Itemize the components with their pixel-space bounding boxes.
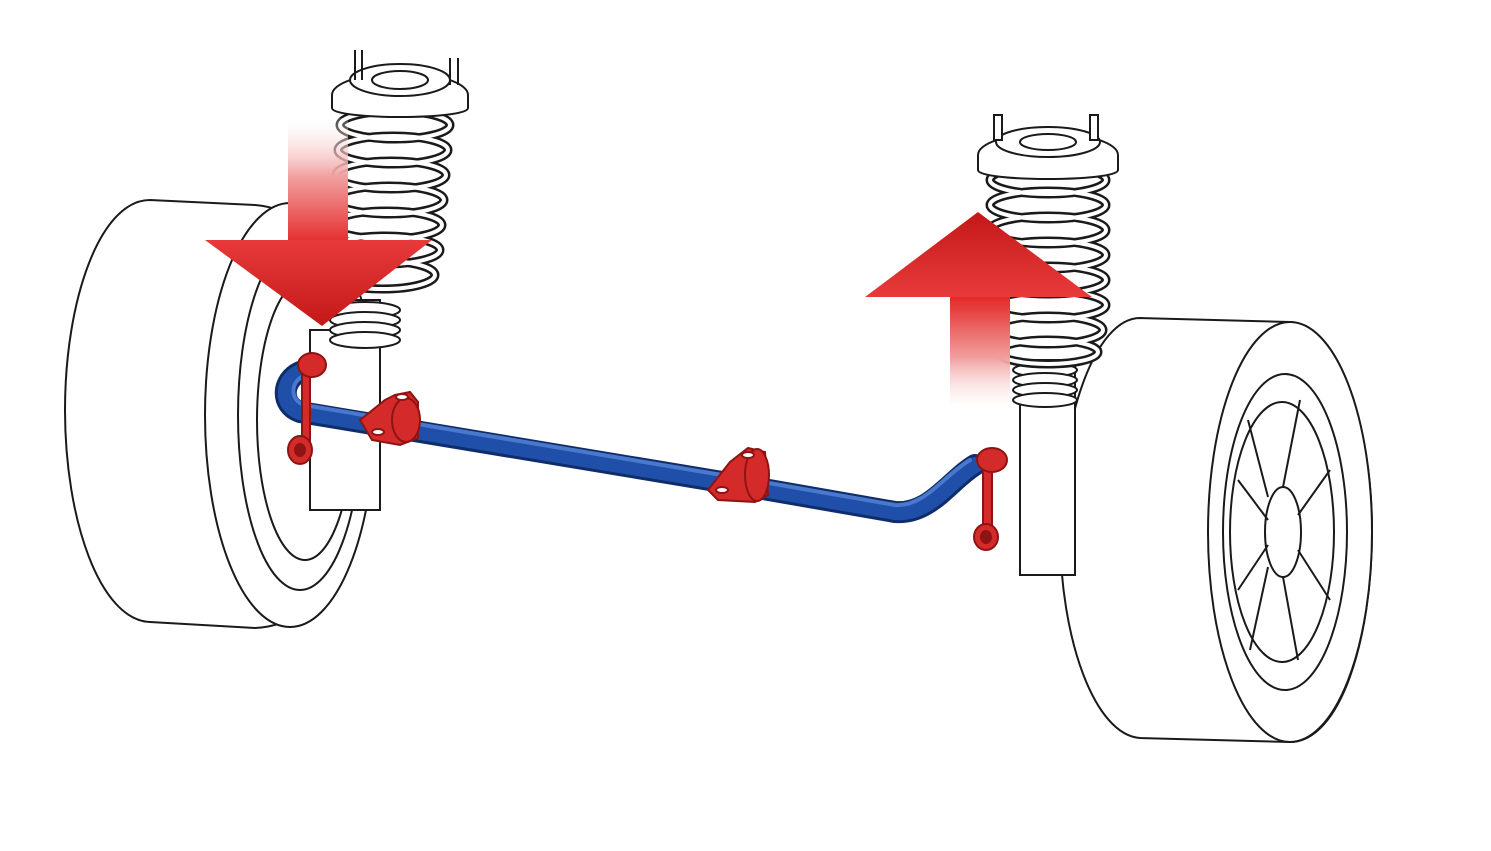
right-rim-outer: [1222, 373, 1348, 691]
anti-roll-bar: [274, 361, 986, 524]
anti-roll-bar-body: [277, 364, 983, 521]
right-spokes: [1237, 399, 1331, 661]
force-arrow-down-shaft: [288, 118, 348, 248]
right-end-link: [973, 447, 1008, 551]
force-arrow-down: [205, 118, 432, 326]
left-strut-bellows: [329, 301, 401, 349]
force-arrow-down-head: [205, 240, 432, 326]
right-bushing-clamp: [706, 446, 770, 504]
right-rim-inner: [1229, 401, 1335, 663]
force-arrow-up-head: [865, 212, 1092, 297]
left-end-link: [287, 352, 327, 465]
right-wheel: [1058, 316, 1374, 744]
force-arrow-up: [865, 212, 1092, 410]
left-bushing-clamp: [358, 390, 421, 447]
anti-roll-bar-highlight: [291, 374, 972, 508]
right-hub: [1264, 486, 1302, 578]
right-top-mount: [977, 114, 1119, 180]
force-arrow-up-shaft: [950, 295, 1010, 410]
right-strut: [977, 114, 1119, 576]
right-strut-bellows: [1012, 362, 1078, 408]
left-top-mount: [331, 50, 469, 118]
